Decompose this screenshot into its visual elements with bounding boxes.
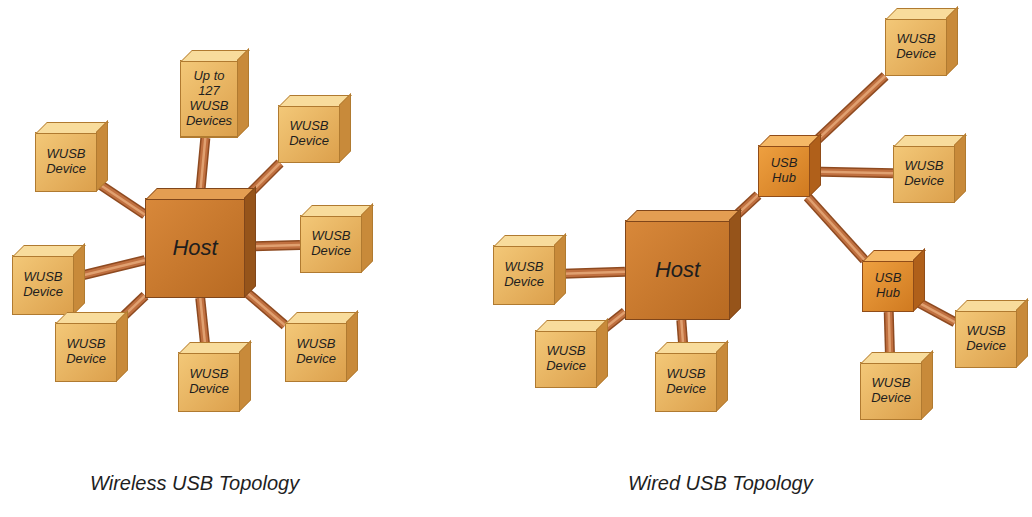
host-cube: Host [145, 198, 245, 298]
device-cube: WUSB Device [178, 352, 240, 412]
device-cube: WUSB Device [285, 322, 347, 382]
device-cube: WUSB Device [300, 215, 362, 273]
pipe-connector [810, 172, 893, 174]
node-label: USB Hub [866, 271, 910, 301]
node-label: WUSB Device [864, 376, 918, 406]
host-cube: Host [625, 220, 730, 320]
pipe-stroke [245, 291, 285, 325]
node-label: WUSB Device [289, 337, 343, 367]
device-cube: WUSB Device [955, 310, 1017, 368]
pipe-stroke [97, 183, 145, 215]
pipe-stroke [808, 197, 865, 260]
device-cube: WUSB Device [535, 330, 597, 388]
node-label: WUSB Device [889, 32, 943, 62]
device-cube: WUSB Device [35, 132, 97, 192]
hub-cube: USB Hub [758, 145, 810, 197]
pipe-stroke [97, 183, 145, 215]
pipe-connector [245, 291, 285, 325]
node-label: WUSB Device [282, 119, 336, 149]
device-cube: WUSB Device [885, 18, 947, 76]
pipe-connector [810, 76, 885, 147]
topology-caption: Wired USB Topology [628, 472, 813, 495]
pipe-stroke [245, 291, 285, 325]
pipe-stroke [97, 183, 145, 215]
device-cube: WUSB Device [655, 352, 717, 412]
device-cube: WUSB Device [860, 362, 922, 420]
pipe-stroke [810, 76, 885, 147]
pipe-connector [97, 183, 145, 215]
node-label: WUSB Device [16, 270, 70, 300]
hub-cube: USB Hub [862, 260, 914, 312]
device-cube: WUSB Device [893, 145, 955, 203]
node-label: Host [655, 257, 700, 282]
pipe-stroke [810, 76, 885, 147]
pipe-stroke [810, 76, 885, 147]
node-label: WUSB Device [659, 367, 713, 397]
node-label: WUSB Device [39, 147, 93, 177]
topology-caption: Wireless USB Topology [90, 472, 299, 495]
node-label: Up to 127 WUSB Devices [184, 69, 234, 129]
node-label: WUSB Device [497, 260, 551, 290]
device-cube: WUSB Device [493, 245, 555, 305]
node-label: WUSB Device [539, 344, 593, 374]
node-label: WUSB Device [182, 367, 236, 397]
node-label: WUSB Device [897, 159, 951, 189]
pipe-stroke [810, 172, 893, 174]
device-cube: WUSB Device [12, 255, 74, 315]
node-label: WUSB Device [304, 229, 358, 259]
node-label: USB Hub [762, 156, 806, 186]
node-label: WUSB Device [959, 324, 1013, 354]
pipe-stroke [245, 291, 285, 325]
node-label: Host [172, 235, 217, 260]
pipe-stroke [808, 197, 865, 260]
device-cube: WUSB Device [55, 322, 117, 382]
device-cube: WUSB Device [278, 105, 340, 163]
device-cube: Up to 127 WUSB Devices [180, 60, 238, 138]
pipe-stroke [808, 197, 865, 260]
pipe-stroke [810, 172, 893, 174]
pipe-connector [808, 197, 865, 260]
node-label: WUSB Device [59, 337, 113, 367]
pipe-stroke [810, 172, 893, 174]
